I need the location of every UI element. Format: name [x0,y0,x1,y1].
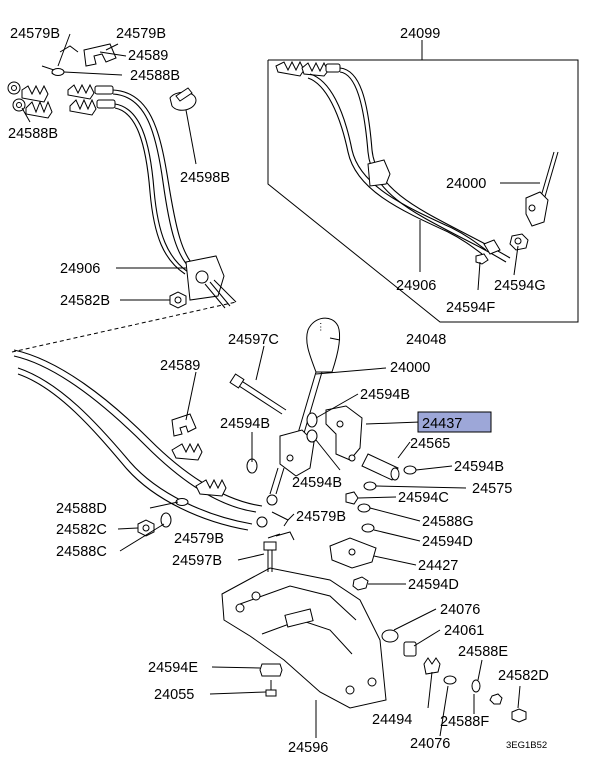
part-label[interactable]: 24594B [220,416,270,432]
part-label[interactable]: 24588B [130,68,180,84]
part-label[interactable]: 24594B [454,459,504,475]
highlighted-part-box [417,411,492,433]
part-label[interactable]: 24588E [458,644,508,660]
part-label-highlighted[interactable]: 24437 [422,416,462,432]
part-label[interactable]: 24596 [288,740,328,756]
part-label[interactable]: 24099 [400,26,440,42]
shift-cable-assembly-upper [7,43,237,309]
part-label[interactable]: 24588B [8,126,58,142]
part-label[interactable]: 24579B [296,509,346,525]
part-label[interactable]: 24594D [408,577,459,593]
part-label[interactable]: 24582C [56,522,107,538]
shift-cable-assembly-lower [11,301,295,541]
part-label[interactable]: 24597B [172,553,222,569]
shift-lever-base [221,541,527,723]
part-label[interactable]: 24594C [398,490,449,506]
inset-cable-assembly [275,60,559,265]
part-label[interactable]: 24076 [410,736,450,752]
part-label[interactable]: 24594G [494,278,546,294]
part-label[interactable]: 24588D [56,501,107,517]
shift-lever-assembly: ⋮ [229,317,417,591]
part-label[interactable]: 24575 [472,481,512,497]
diagram-code: 3EG1B52 [506,740,547,751]
part-label[interactable]: 24597C [228,332,279,348]
part-label[interactable]: 24906 [60,261,100,277]
part-label[interactable]: 24594B [360,387,410,403]
part-label[interactable]: 24565 [410,436,450,452]
part-label[interactable]: 24594B [292,475,342,491]
part-label[interactable]: 24582D [498,668,549,684]
part-label[interactable]: 24000 [390,360,430,376]
part-label[interactable]: 24000 [446,176,486,192]
leader-lines [21,33,540,738]
part-label[interactable]: 24579B [10,26,60,42]
part-label[interactable]: 24589 [128,48,168,64]
part-label[interactable]: 24589 [160,358,200,374]
part-label[interactable]: 24055 [154,687,194,703]
part-labels: 24579B 24579B 24589 24588B 24588B 24598B… [8,26,549,756]
part-label[interactable]: 24048 [406,332,446,348]
part-label[interactable]: 24588F [440,714,489,730]
part-label[interactable]: 24594F [446,300,495,316]
part-label[interactable]: 24588G [422,514,474,530]
part-label[interactable]: 24906 [396,278,436,294]
part-label[interactable]: 24427 [418,558,458,574]
part-label[interactable]: 24076 [440,602,480,618]
part-label[interactable]: 24579B [116,26,166,42]
part-label[interactable]: 24494 [372,712,412,728]
part-label[interactable]: 24588C [56,544,107,560]
part-label[interactable]: 24594D [422,534,473,550]
part-label[interactable]: 24598B [180,170,230,186]
part-label[interactable]: 24582B [60,293,110,309]
part-label[interactable]: 24061 [444,623,484,639]
inset-frame [267,59,579,323]
svg-text:⋮: ⋮ [316,322,326,333]
part-label[interactable]: 24579B [174,531,224,547]
part-label[interactable]: 24594E [148,660,198,676]
